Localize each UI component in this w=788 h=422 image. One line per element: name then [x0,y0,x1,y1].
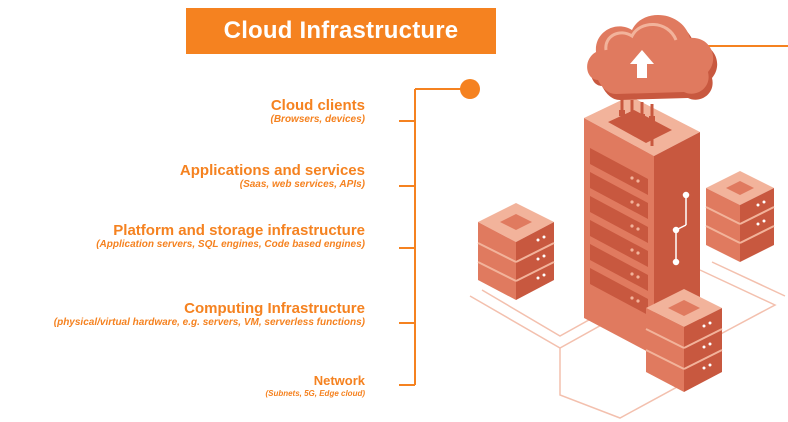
layer-detail: (Subnets, 5G, Edge cloud) [265,388,365,398]
layer-name: Computing Infrastructure [184,300,365,317]
layer-cloud-clients: Cloud clients (Browsers, devices) [271,97,366,126]
connector-dot [460,79,480,99]
layer-applications: Applications and services (Saas, web ser… [180,162,365,191]
layer-name: Network [313,373,365,388]
server-stack-icon [477,203,555,300]
layer-platform: Platform and storage infrastructure (App… [35,222,365,251]
layer-detail: (physical/virtual hardware, e.g. servers… [53,317,365,329]
page-title: Cloud Infrastructure [223,17,459,44]
layer-computing: Computing Infrastructure (physical/virtu… [5,300,365,329]
server-stack-icon [705,171,775,262]
layer-name: Cloud clients [270,97,365,114]
cloud-icon [587,15,718,100]
layer-network: Network (Subnets, 5G, Edge cloud) [265,373,365,399]
upload-arrow-icon [630,50,654,78]
layer-name: Applications and services [179,162,365,179]
layer-name: Platform and storage infrastructure [113,222,365,239]
layer-detail: (Browsers, devices) [270,114,366,126]
server-stack-icon [645,289,723,392]
layer-detail: (Application servers, SQL engines, Code … [96,239,365,251]
layer-bracket [399,88,470,386]
title-banner: Cloud Infrastructure [186,8,496,54]
layer-detail: (Saas, web services, APIs) [239,179,365,191]
